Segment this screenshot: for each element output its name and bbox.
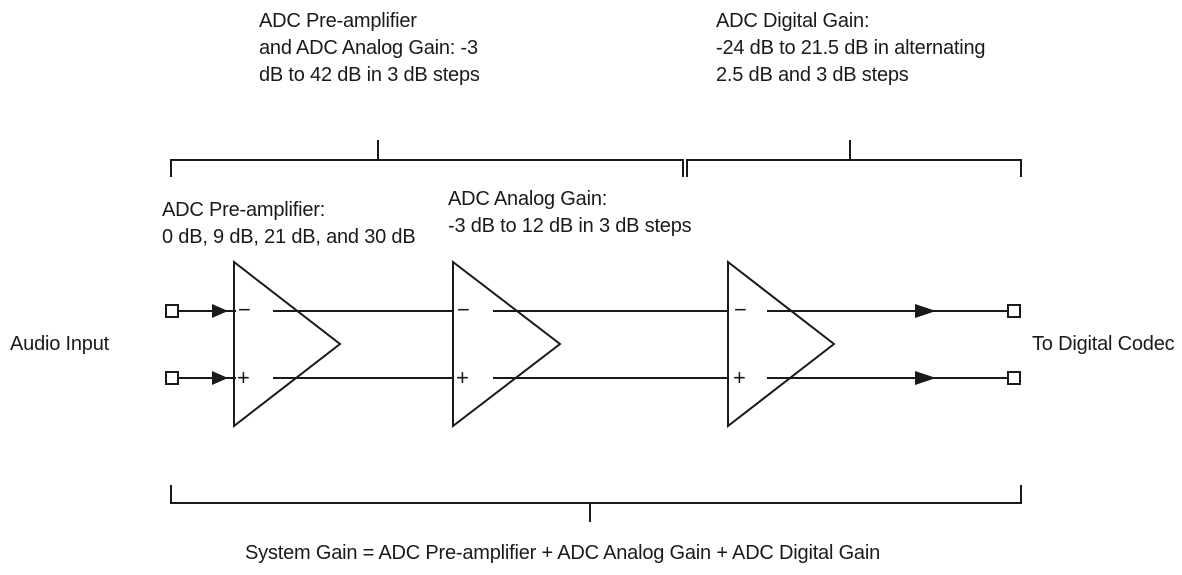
input-arrow-plus [212,371,228,385]
audio-input-label: Audio Input [10,333,109,355]
top-right-annotation: ADC Digital Gain: -24 dB to 21.5 dB in a… [716,8,986,89]
annotation-line: and ADC Analog Gain: -3 [259,37,478,59]
annotation-line: ADC Digital Gain: [716,10,870,32]
digital-gain-triangle [727,259,836,429]
input-arrow-minus [212,304,228,318]
output-arrow-plus [915,371,936,385]
system-gain-label: System Gain = ADC Pre-amplifier + ADC An… [245,542,881,564]
preamp-triangle [233,259,342,429]
annotation-line: ADC Analog Gain: [448,188,608,210]
annotation-line: -3 dB to 12 dB in 3 dB steps [448,215,692,237]
annotation-line: ADC Pre-amplifier [259,10,417,32]
analog-minus-sign: − [457,297,470,322]
annotation-line: 0 dB, 9 dB, 21 dB, and 30 dB [162,226,416,248]
system-gain-bracket [170,485,1022,522]
to-digital-codec-label: To Digital Codec [1032,333,1175,355]
preamp-annotation: ADC Pre-amplifier: 0 dB, 9 dB, 21 dB, an… [162,197,416,251]
input-terminal-plus [165,371,179,385]
annotation-line: dB to 42 dB in 3 dB steps [259,64,480,86]
annotation-line: 2.5 dB and 3 dB steps [716,64,909,86]
annotation-line: ADC Pre-amplifier: [162,199,326,221]
top-right-bracket [686,140,1022,177]
output-terminal-minus [1007,304,1021,318]
analog-gain-triangle [452,259,562,429]
digital-plus-sign: + [733,365,746,390]
top-left-annotation: ADC Pre-amplifier and ADC Analog Gain: -… [259,8,480,89]
preamp-minus-sign: − [238,297,251,322]
annotation-line: -24 dB to 21.5 dB in alternating [716,37,986,59]
digital-minus-sign: − [734,297,747,322]
output-terminal-plus [1007,371,1021,385]
output-arrow-minus [915,304,936,318]
preamp-plus-sign: + [237,365,250,390]
input-terminal-minus [165,304,179,318]
top-left-bracket [170,140,684,177]
analog-gain-annotation: ADC Analog Gain: -3 dB to 12 dB in 3 dB … [448,186,692,240]
analog-plus-sign: + [456,365,469,390]
